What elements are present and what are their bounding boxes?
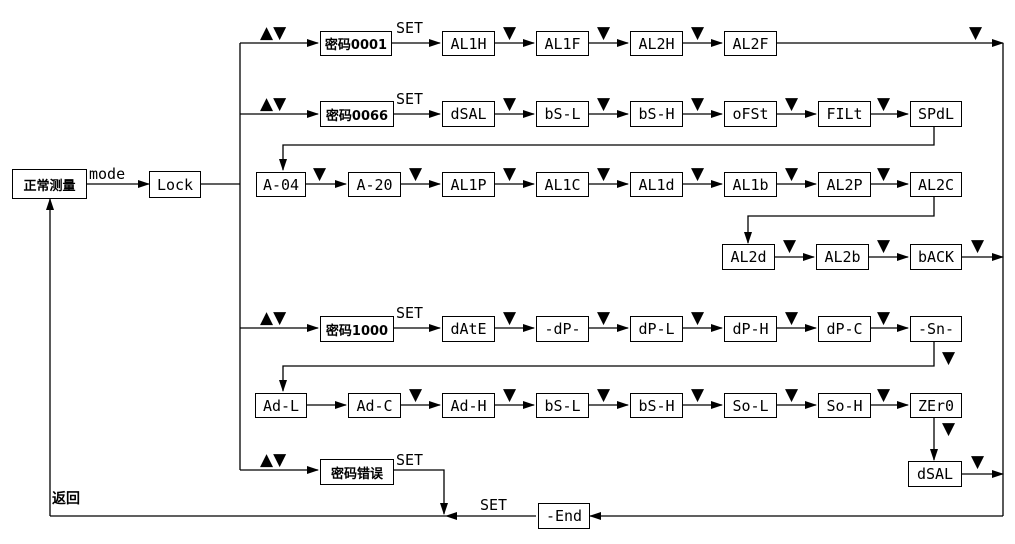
down-key-icon: ▼ [877, 236, 891, 256]
box-So-H: So-H [818, 393, 871, 418]
label-set: SET [396, 90, 424, 108]
box-dSAL-2: dSAL [908, 461, 962, 487]
box-Ad-L: Ad-L [255, 393, 307, 418]
box-FILt: FILt [818, 101, 871, 127]
box-dP-C: dP-C [818, 316, 871, 342]
box-dAtE: dAtE [442, 316, 495, 342]
box-oFSt: oFSt [724, 101, 777, 127]
down-key-icon: ▼ [877, 308, 891, 328]
box-bACK: bACK [910, 244, 962, 270]
label-set: SET [396, 451, 424, 469]
box-pwd-0001: 密码0001 [320, 31, 392, 56]
box-dSAL: dSAL [442, 101, 495, 127]
box-AL2P: AL2P [818, 172, 871, 197]
box-dP-H: dP-H [724, 316, 777, 342]
box-AL2H: AL2H [630, 31, 683, 56]
box-Sn: -Sn- [910, 316, 962, 342]
box-AL2F: AL2F [724, 31, 777, 56]
down-key-icon: ▼ [503, 385, 517, 405]
down-key-icon: ▼ [409, 385, 423, 405]
box-pwd-error: 密码错误 [320, 459, 394, 485]
box-bS-H: bS-H [630, 101, 683, 127]
down-key-icon: ▼ [313, 164, 327, 184]
box-normal-measure: 正常测量 [12, 169, 87, 199]
down-key-icon: ▼ [503, 94, 517, 114]
down-key-icon: ▼ [942, 419, 956, 439]
box-A-04: A-04 [256, 172, 306, 197]
down-key-icon: ▼ [691, 385, 705, 405]
down-key-icon: ▼ [785, 308, 799, 328]
box-So-L: So-L [724, 393, 777, 418]
down-key-icon: ▼ [969, 23, 983, 43]
box-lock: Lock [149, 171, 201, 198]
box-ZEr0: ZEr0 [910, 393, 962, 418]
box-bS-H-2: bS-H [630, 393, 683, 418]
box-SPdL: SPdL [910, 101, 962, 127]
updown-keys-icon: ▲▼ [260, 450, 287, 470]
down-key-icon: ▼ [597, 308, 611, 328]
box-Ad-C: Ad-C [348, 393, 401, 418]
box-AL2d: AL2d [722, 244, 775, 270]
box-AL1d: AL1d [630, 172, 683, 197]
down-key-icon: ▼ [691, 94, 705, 114]
box-AL2b: AL2b [816, 244, 869, 270]
label-set: SET [396, 19, 424, 37]
down-key-icon: ▼ [503, 23, 517, 43]
updown-keys-icon: ▲▼ [260, 308, 287, 328]
down-key-icon: ▼ [785, 94, 799, 114]
box-pwd-1000: 密码1000 [320, 316, 394, 342]
box-pwd-0066: 密码0066 [320, 101, 394, 127]
down-key-icon: ▼ [785, 385, 799, 405]
label-set: SET [396, 304, 424, 322]
down-key-icon: ▼ [409, 164, 423, 184]
down-key-icon: ▼ [503, 308, 517, 328]
updown-keys-icon: ▲▼ [260, 23, 287, 43]
down-key-icon: ▼ [503, 164, 517, 184]
down-key-icon: ▼ [783, 236, 797, 256]
down-key-icon: ▼ [691, 23, 705, 43]
box-end: -End [538, 503, 590, 529]
box-Ad-H: Ad-H [442, 393, 495, 418]
down-key-icon: ▼ [597, 385, 611, 405]
label-set-end: SET [480, 496, 508, 514]
box-bS-L: bS-L [536, 101, 589, 127]
down-key-icon: ▼ [942, 348, 956, 368]
box-dP-L: dP-L [630, 316, 683, 342]
down-key-icon: ▼ [877, 385, 891, 405]
box-bS-L-2: bS-L [536, 393, 589, 418]
down-key-icon: ▼ [597, 94, 611, 114]
box-dP: -dP- [536, 316, 589, 342]
label-return: 返回 [52, 491, 80, 507]
box-AL1P: AL1P [442, 172, 495, 197]
down-key-icon: ▼ [785, 164, 799, 184]
down-key-icon: ▼ [877, 94, 891, 114]
down-key-icon: ▼ [691, 308, 705, 328]
box-AL1F: AL1F [536, 31, 589, 56]
box-A-20: A-20 [348, 172, 401, 197]
updown-keys-icon: ▲▼ [260, 94, 287, 114]
down-key-icon: ▼ [971, 236, 985, 256]
label-mode: mode [89, 165, 126, 183]
box-AL1C: AL1C [536, 172, 589, 197]
box-AL1b: AL1b [724, 172, 777, 197]
box-AL2C: AL2C [910, 172, 962, 197]
box-AL1H: AL1H [442, 31, 495, 56]
down-key-icon: ▼ [877, 164, 891, 184]
down-key-icon: ▼ [691, 164, 705, 184]
down-key-icon: ▼ [597, 23, 611, 43]
down-key-icon: ▼ [971, 452, 985, 472]
down-key-icon: ▼ [597, 164, 611, 184]
